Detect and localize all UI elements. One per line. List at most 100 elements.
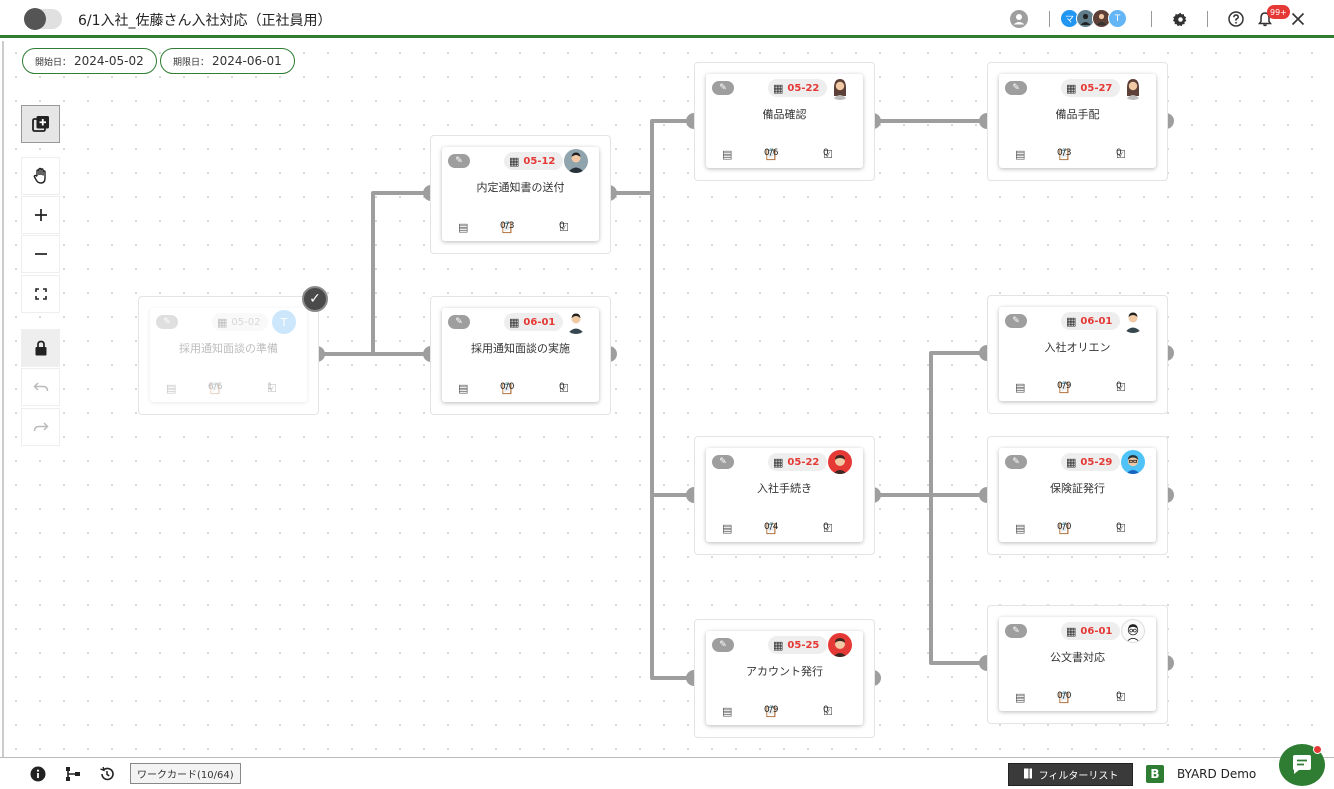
- chat-unread-dot: [1313, 745, 1322, 754]
- edit-icon[interactable]: ✎: [1005, 314, 1027, 328]
- workcard-count-badge: ワークカード(10/64): [130, 763, 241, 784]
- due-date-pill[interactable]: 期限日： 2024-06-01: [160, 48, 295, 74]
- calendar-icon: ▦: [1066, 455, 1077, 469]
- add-card-button[interactable]: [21, 105, 60, 143]
- card-footer: ▤ 📋0/6 ☑0: [722, 148, 833, 161]
- calendar-icon: ▦: [1066, 81, 1077, 95]
- hand-pan-tool[interactable]: [21, 157, 60, 195]
- lock-toggle-button[interactable]: [21, 329, 60, 367]
- edit-icon[interactable]: ✎: [1005, 624, 1027, 638]
- card-due-date: ▦05-25: [768, 636, 828, 654]
- work-card[interactable]: ✎ ▦05-29 保険証発行 ▤ 📋0/0 ☑0: [999, 448, 1156, 542]
- edit-icon[interactable]: ✎: [156, 315, 178, 329]
- card-due-date: ▦06-01: [504, 313, 564, 331]
- assignee-avatar: T: [272, 310, 296, 334]
- card-title: 備品手配: [1055, 108, 1100, 121]
- assignee-avatar: [1121, 76, 1145, 100]
- card-date-text: 05-02: [231, 316, 261, 328]
- calendar-icon: ▦: [509, 154, 520, 168]
- card-footer: ▤ 📋0/9 ☑0: [1015, 381, 1126, 394]
- user-account-icon[interactable]: [1008, 8, 1030, 30]
- edit-icon[interactable]: ✎: [1005, 81, 1027, 95]
- gear-icon[interactable]: [1169, 8, 1191, 30]
- card-due-date: ▦06-01: [1061, 622, 1121, 640]
- history-icon[interactable]: [98, 765, 116, 783]
- card-due-date: ▦05-02: [212, 313, 269, 331]
- work-card[interactable]: ✎ ▦06-01 入社オリエン ▤ 📋0/9 ☑0: [999, 307, 1156, 401]
- close-icon[interactable]: [1287, 8, 1309, 30]
- card-footer: ▤ 📋0/9 ☑0: [722, 705, 833, 718]
- task-check-icon: ☑: [1116, 148, 1126, 161]
- member-avatar-4: T: [1108, 9, 1127, 28]
- zoom-in-button[interactable]: [21, 196, 60, 234]
- tree-structure-icon[interactable]: [64, 765, 82, 783]
- task-check-icon: ☑: [1116, 691, 1126, 704]
- card-title: 公文書対応: [1050, 651, 1105, 664]
- card-title: 入社手続き: [757, 482, 812, 495]
- chat-button[interactable]: [1279, 744, 1325, 786]
- task-check-icon: ☑: [267, 382, 277, 395]
- work-card[interactable]: ✎ ▦05-02 T 採用通知面談の準備 ▤ 📋6/6 ☑1: [150, 308, 307, 402]
- work-card[interactable]: ✎ ▦06-01 採用通知面談の実施 ▤ 📋0/0 ☑0: [442, 308, 599, 402]
- clipboard-icon: 📋: [1057, 691, 1071, 704]
- filter-list-button[interactable]: フィルターリスト: [1008, 763, 1133, 786]
- card-title: 内定通知書の送付: [476, 181, 565, 194]
- card-footer: ▤ 📋0/3 ☑0: [458, 221, 569, 234]
- card-due-date: ▦05-22: [768, 453, 828, 471]
- card-footer: ▤ 📋0/0 ☑0: [1015, 522, 1126, 535]
- fit-view-button[interactable]: [21, 275, 60, 313]
- assignee-avatar: [828, 76, 852, 100]
- work-card[interactable]: ✎ ▦05-25 アカウント発行 ▤ 📋0/9 ☑0: [706, 631, 863, 725]
- redo-button[interactable]: [21, 408, 60, 446]
- info-icon[interactable]: [29, 765, 47, 783]
- work-card[interactable]: ✎ ▦05-12 内定通知書の送付 ▤ 📋0/3 ☑0: [442, 147, 599, 241]
- header-divider: [1151, 11, 1152, 27]
- work-card[interactable]: ✎ ▦05-27 備品手配 ▤ 📋0/3 ☑0: [999, 74, 1156, 168]
- calendar-icon: ▦: [1066, 624, 1077, 638]
- card-date-text: 05-22: [787, 82, 820, 94]
- clipboard-icon: 📋: [1057, 381, 1071, 394]
- card-footer: ▤ 📋0/4 ☑0: [722, 522, 833, 535]
- calendar-icon: ▦: [509, 315, 520, 329]
- chat-bubble-icon: [1293, 755, 1311, 774]
- task-check-icon: ☑: [559, 382, 569, 395]
- filter-icon: [1023, 768, 1033, 782]
- clipboard-icon: 📋: [208, 382, 222, 395]
- member-avatar-2: [1076, 9, 1095, 28]
- help-icon[interactable]: [1225, 8, 1247, 30]
- workspace-name: BYARD Demo: [1177, 767, 1257, 781]
- edit-icon[interactable]: ✎: [448, 154, 470, 168]
- task-check-icon: ☑: [1116, 522, 1126, 535]
- edit-icon[interactable]: ✎: [712, 638, 734, 652]
- card-date-text: 05-29: [1080, 456, 1113, 468]
- calendar-icon: ▦: [773, 638, 784, 652]
- clipboard-icon: 📋: [764, 148, 778, 161]
- clipboard-icon: 📋: [764, 522, 778, 535]
- card-title: 採用通知面談の実施: [471, 342, 570, 355]
- work-card-container: ✎ ▦05-22 入社手続き ▤ 📋0/4 ☑0: [694, 436, 875, 555]
- mode-toggle[interactable]: [24, 8, 62, 30]
- work-card-container: ✎ ▦05-27 備品手配 ▤ 📋0/3 ☑0: [987, 62, 1168, 181]
- edit-icon[interactable]: ✎: [712, 455, 734, 469]
- zoom-out-button[interactable]: [21, 235, 60, 273]
- card-footer: ▤ 📋0/3 ☑0: [1015, 148, 1126, 161]
- header-bar: 6/1入社_佐藤さん入社対応（正社員用） マ T 99+: [0, 0, 1334, 38]
- work-card[interactable]: ✎ ▦06-01 公文書対応 ▤ 📋0/0 ☑0: [999, 617, 1156, 711]
- start-date-label: 開始日：: [35, 57, 72, 68]
- edit-icon[interactable]: ✎: [712, 81, 734, 95]
- clipboard-icon: 📋: [500, 221, 514, 234]
- work-card[interactable]: ✎ ▦05-22 入社手続き ▤ 📋0/4 ☑0: [706, 448, 863, 542]
- undo-button[interactable]: [21, 368, 60, 406]
- work-card-container: ✎ ▦06-01 公文書対応 ▤ 📋0/0 ☑0: [987, 605, 1168, 724]
- start-date-pill[interactable]: 開始日： 2024-05-02: [22, 48, 157, 74]
- work-card[interactable]: ✎ ▦05-22 備品確認 ▤ 📋0/6 ☑0: [706, 74, 863, 168]
- edit-icon[interactable]: ✎: [1005, 455, 1027, 469]
- card-date-text: 05-25: [787, 639, 820, 651]
- assignee-avatar: [564, 149, 588, 173]
- card-title: アカウント発行: [746, 665, 823, 678]
- card-title: 採用通知面談の準備: [179, 342, 278, 355]
- card-title: 保険証発行: [1050, 482, 1105, 495]
- member-avatars[interactable]: マ T: [1060, 9, 1127, 28]
- card-title: 入社オリエン: [1044, 341, 1111, 354]
- edit-icon[interactable]: ✎: [448, 315, 470, 329]
